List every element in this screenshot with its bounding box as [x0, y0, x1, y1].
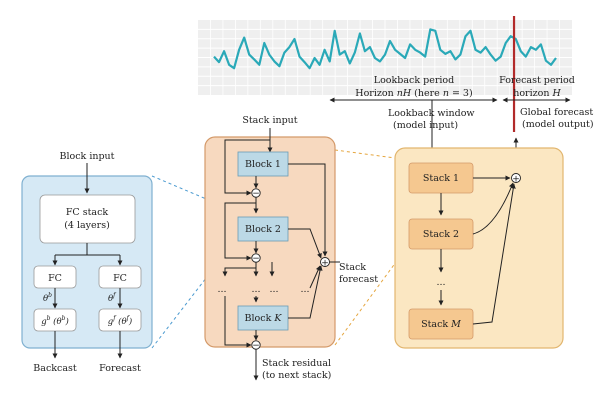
theta-f-label: θf: [108, 292, 117, 304]
block-k-prefix: Block: [245, 313, 275, 324]
g-backcast-label: gb (θb): [41, 315, 69, 327]
g-forecast-label: gf (θf): [108, 315, 132, 327]
time-series-plot: [198, 16, 572, 132]
block-k-label: Block K: [245, 313, 283, 324]
lookback-window-label-1: Lookback window: [388, 108, 475, 119]
global-panel-bg: [394, 147, 564, 349]
block-1-label: Block 1: [245, 159, 281, 170]
series-line: [213, 28, 557, 70]
theta-f-sup: f: [112, 292, 117, 299]
bk-forecast-path: [288, 265, 323, 319]
plus-symbol-stack: +: [321, 258, 329, 268]
fc-forecast-label: FC: [113, 273, 127, 284]
block-input-label: Block input: [59, 151, 114, 162]
dots-forecast-path: [309, 265, 321, 289]
dots-forecast: ...: [300, 284, 309, 295]
fc-split-lines: [55, 243, 120, 256]
stack-panel: Stack input Block 1 Block 2 Block K − − …: [204, 115, 378, 381]
stack-forecast-label-1: Stack: [339, 262, 366, 273]
theta-f-symbol: θ: [108, 294, 113, 304]
forecast-horizon-text: horizon: [513, 88, 552, 99]
plot-grid: [198, 20, 572, 95]
zoom-line-orange-top: [334, 149, 411, 161]
s2-to-plus: [472, 182, 514, 235]
theta-b-symbol: θ: [43, 294, 48, 304]
fc-stack-box: [39, 194, 136, 244]
stack-residual-label-1: Stack residual: [262, 358, 331, 369]
stack-1-label: Stack 1: [423, 173, 459, 184]
stack-dots: ...: [436, 277, 445, 288]
stack-forecast-label-2: forecast: [339, 274, 378, 285]
minus-symbol-1: −: [252, 189, 260, 199]
backcast-label: Backcast: [33, 363, 77, 374]
dots-right: ...: [269, 284, 278, 295]
global-forecast-label-2: (model output): [522, 119, 594, 130]
b1-forecast-path: [288, 163, 328, 257]
residual-skip-2: [224, 202, 256, 261]
residual-skip-k: [224, 296, 252, 348]
lookback-horizon-suffix: (here: [411, 88, 443, 99]
g-f-sup: f: [112, 315, 117, 322]
lookback-horizon-prefix: Horizon: [355, 88, 396, 99]
g-b-symbol: g: [41, 317, 47, 327]
fc-backcast-label: FC: [48, 273, 62, 284]
g-f-theta: θ: [122, 317, 127, 327]
global-forecast-label-1: Global forecast: [520, 107, 593, 118]
stack-2-label: Stack 2: [423, 229, 459, 240]
minus-symbol-k: −: [252, 341, 260, 351]
minus-symbol-2: −: [252, 254, 260, 264]
g-b-theta-sup: b: [62, 315, 66, 322]
lookback-period-label: Lookback period: [374, 75, 454, 86]
g-b-theta: θ: [57, 317, 62, 327]
fc-stack-label: FC stack: [66, 207, 109, 218]
stack-m-prefix: Stack: [421, 319, 451, 330]
lookback-horizon-var: nH: [397, 88, 412, 99]
global-panel: Lookback window (model input) Global for…: [388, 107, 594, 349]
theta-b-label: θb: [43, 292, 52, 304]
block-k-box: [237, 305, 289, 331]
lookback-n-var: n: [443, 88, 449, 99]
block-panel: Block input FC stack (4 layers) FC FC θb…: [21, 151, 153, 374]
stack-input-label: Stack input: [242, 115, 297, 126]
fc-stack-layers: (4 layers): [64, 220, 110, 231]
residual-skip-3: [222, 267, 256, 277]
block-k-var: K: [273, 313, 282, 324]
forecast-period-label: Forecast period: [499, 75, 575, 86]
lookback-n-eq: = 3): [449, 88, 473, 99]
forecast-horizon-var: H: [551, 88, 561, 99]
forecast-label: Forecast: [99, 363, 141, 374]
plus-node-global: [511, 173, 521, 183]
residual-skip-1: [224, 139, 270, 196]
lookback-window-label-2: (model input): [393, 120, 458, 131]
dots-left: ...: [217, 284, 226, 295]
stack-m-var: M: [450, 319, 461, 330]
block-2-label: Block 2: [245, 224, 281, 235]
g-b-sup: b: [47, 315, 51, 322]
forecast-horizon-label: horizon H: [513, 88, 561, 99]
theta-b-sup: b: [48, 292, 52, 299]
plus-symbol-global: +: [512, 174, 520, 184]
g-f-symbol: g: [108, 317, 114, 327]
dots-middle: ...: [251, 284, 260, 295]
b2-forecast-path: [288, 228, 322, 259]
block-1-box: [237, 151, 289, 177]
block-2-box: [237, 216, 289, 242]
g-f-theta-sup: f: [126, 315, 131, 322]
sm-to-plus: [472, 183, 516, 325]
stack-residual-label-2: (to next stack): [262, 370, 331, 381]
stack-m-label: Stack M: [421, 319, 461, 330]
lookback-horizon-label: Horizon nH (here n = 3): [355, 88, 472, 99]
